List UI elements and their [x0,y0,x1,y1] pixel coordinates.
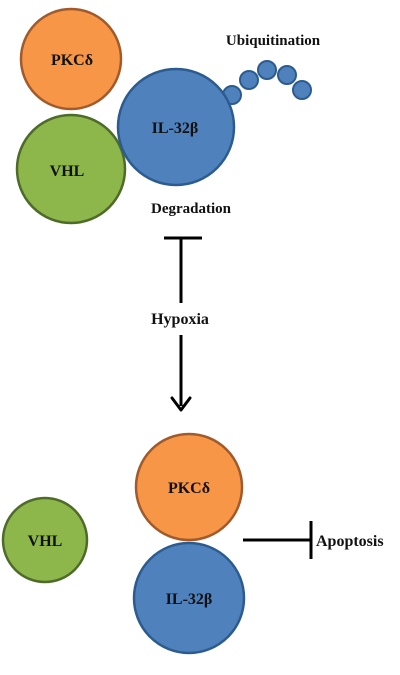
bottom-vhl-label: VHL [28,533,63,550]
arrow-head [170,396,192,412]
bottom-pkc-node [134,432,244,542]
apoptosis-label: Apoptosis [316,533,384,550]
ubiquitin-bead [277,65,297,85]
ubiquitin-bead [257,60,277,80]
hypoxia-transition: Hypoxia [151,236,209,412]
top-vhl-label: VHL [50,163,85,180]
bottom-il32-label: IL-32β [166,591,213,608]
top-complex: PKCδ VHL IL-32β Ubiquitination Degradati… [15,7,321,225]
top-pkc-label: PKCδ [51,52,93,69]
top-il32-label: IL-32β [152,120,199,137]
bottom-vhl-node [1,496,89,584]
top-vhl-node [15,113,127,225]
bottom-complex: VHL PKCδ IL-32β Apoptosis [1,432,384,655]
bottom-il32-node [132,541,246,655]
ubiquitin-chain [222,60,312,105]
top-il32-node [116,67,236,187]
bottom-pkc-label: PKCδ [168,480,210,497]
ubiquitination-label: Ubiquitination [226,33,321,49]
ubiquitin-bead [239,70,259,90]
degradation-label: Degradation [151,201,232,217]
hypoxia-label: Hypoxia [151,311,209,328]
top-pkc-node [19,7,123,111]
ubiquitin-bead [292,80,312,100]
